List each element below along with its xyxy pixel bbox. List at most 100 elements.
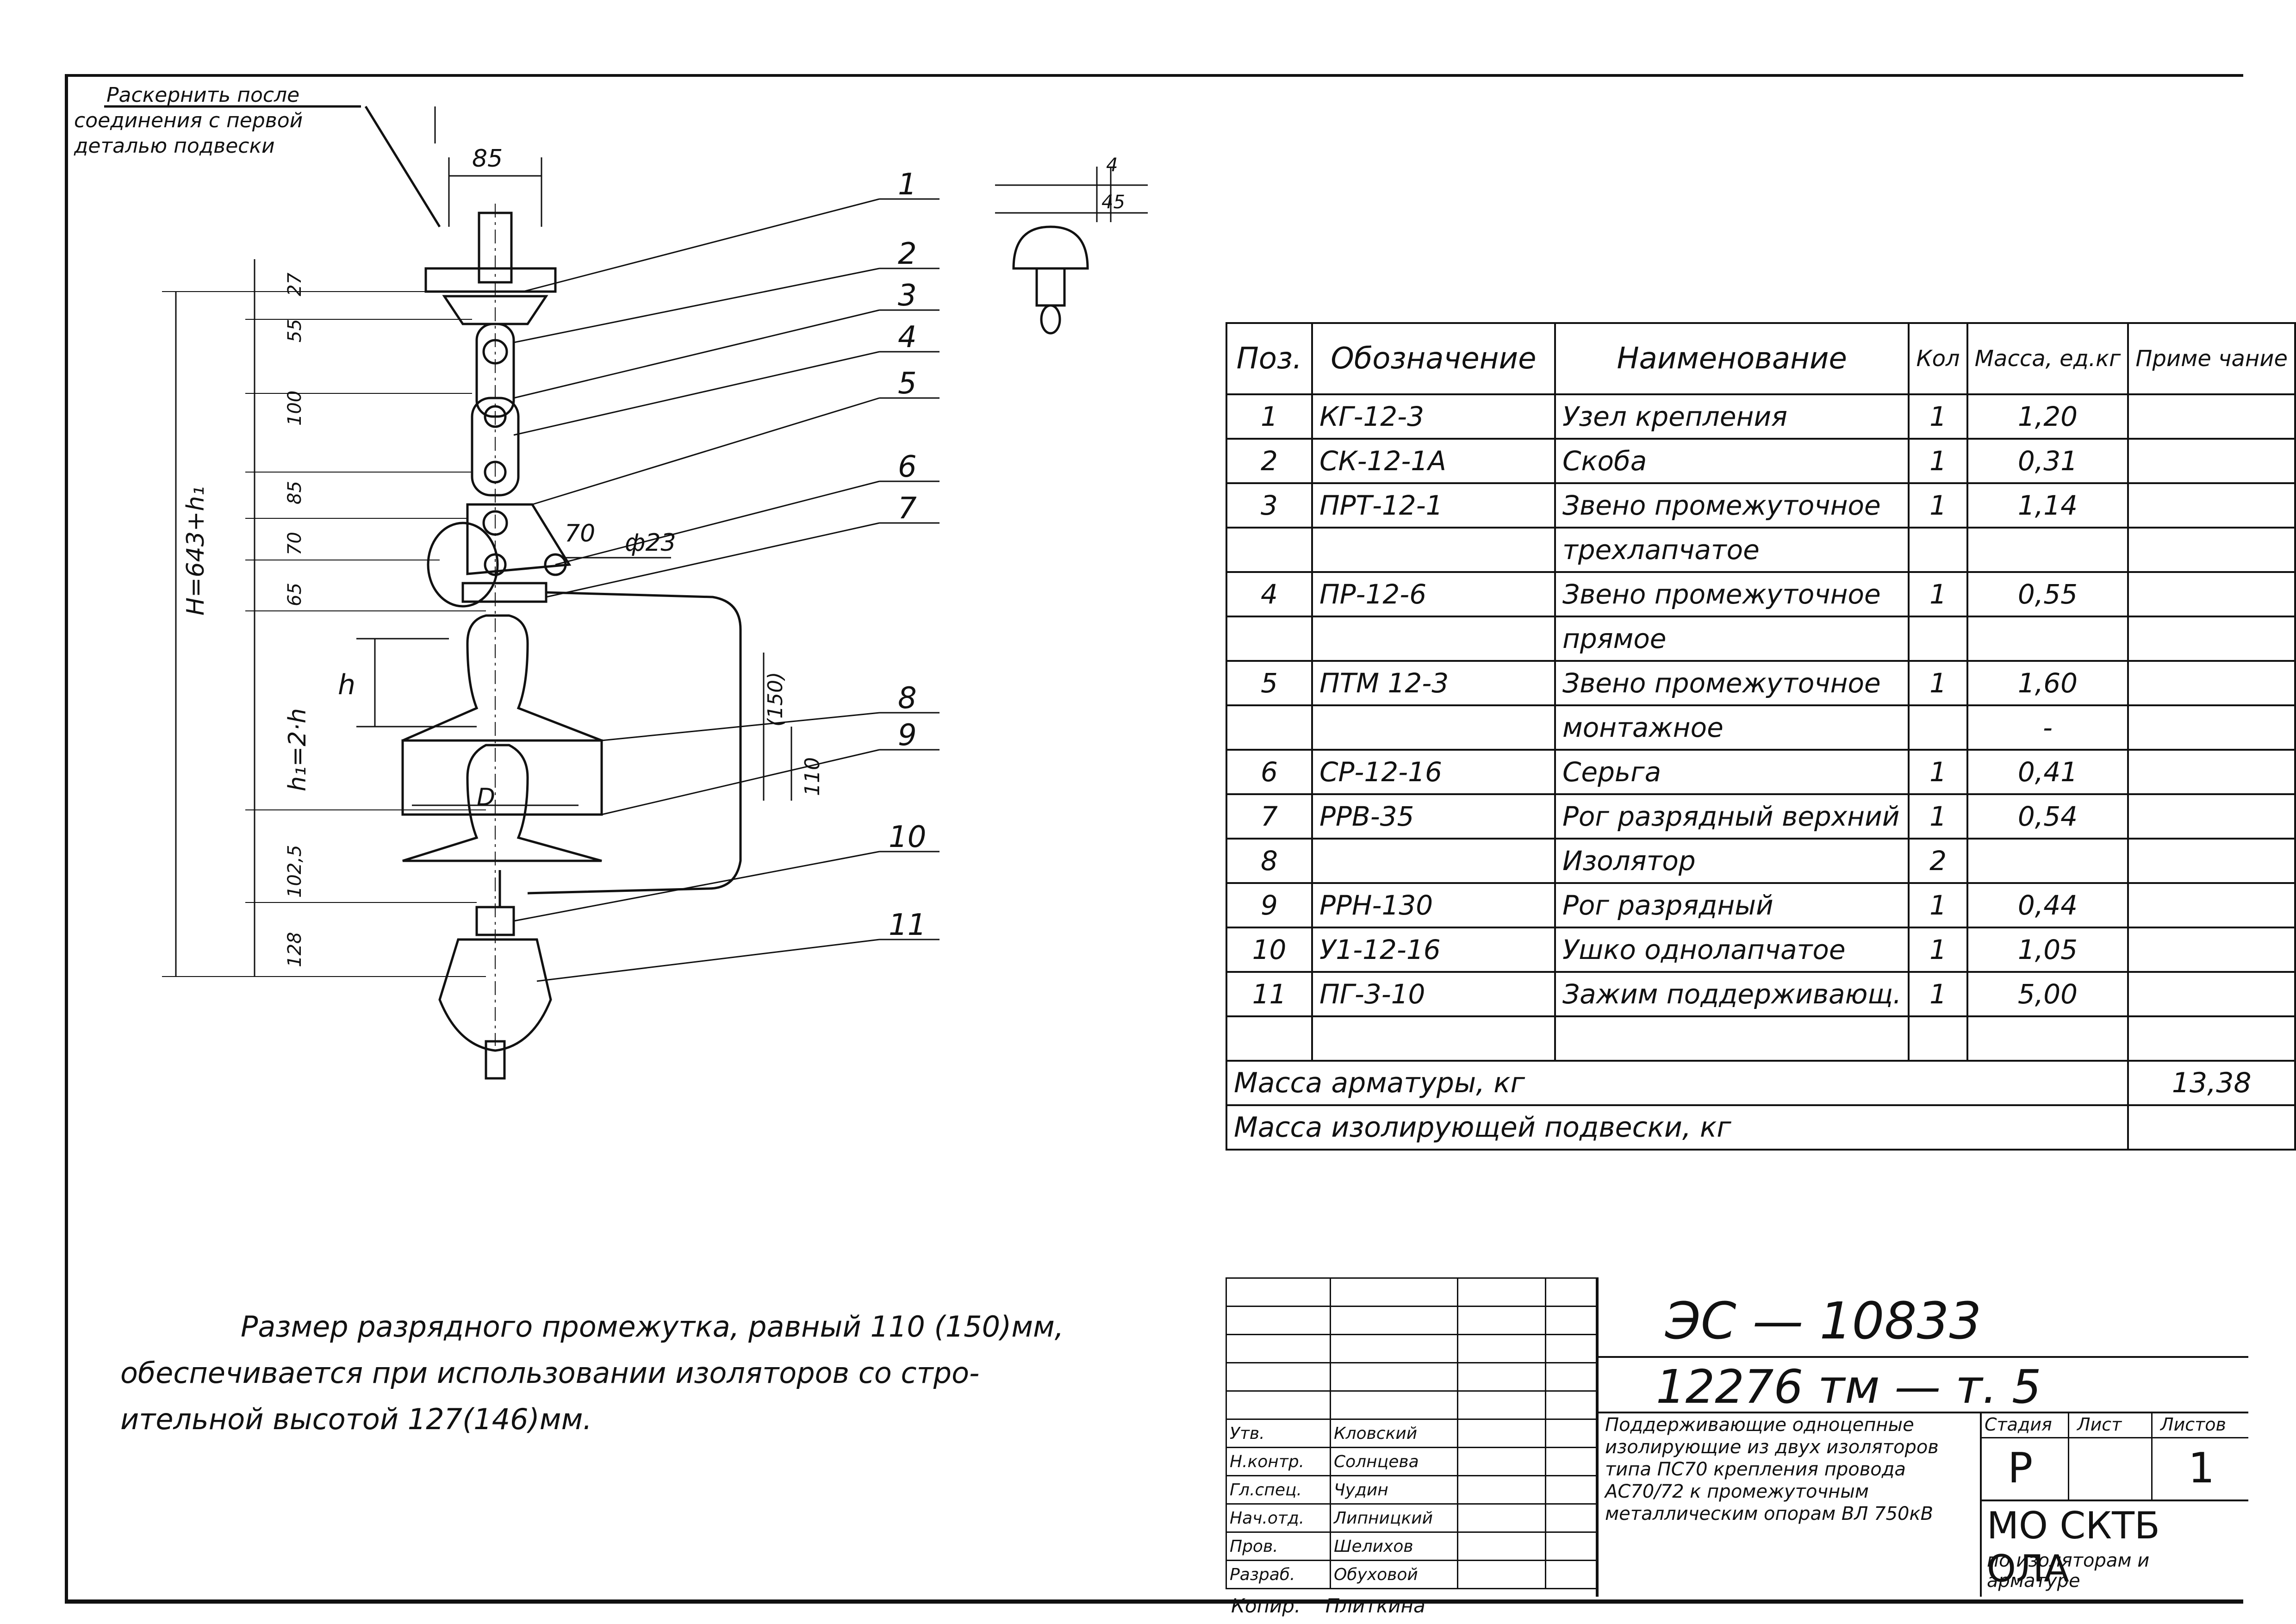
copied-label: Копир. — [1231, 1594, 1301, 1617]
detail-cap-shape — [1012, 225, 1089, 270]
organization-name: МО СКТБ ОЛА — [1987, 1504, 2160, 1590]
cell-designation — [1311, 838, 1556, 884]
cell-note — [2127, 882, 2296, 928]
organization-subtitle: по изоляторам и арматуре — [1987, 1550, 2150, 1592]
signature-mark — [1457, 1419, 1546, 1448]
dim-65: 65 — [284, 583, 305, 606]
cell-mass — [1966, 838, 2129, 884]
signature-mark — [1457, 1475, 1546, 1505]
cell-mass: 5,00 — [1966, 971, 2129, 1017]
cell-qty: 1 — [1908, 793, 1968, 840]
cell-qty — [1908, 704, 1968, 751]
callout-note-line2: соединения с первой — [74, 109, 303, 132]
cell-note — [2127, 438, 2296, 484]
sheets-value: 1 — [2188, 1444, 2215, 1493]
cell-note — [2127, 793, 2296, 840]
cell-mass: 0,55 — [1966, 571, 2129, 617]
signature-cell — [1330, 1306, 1458, 1335]
note-line-1: Размер разрядного промежутка, равный 110… — [241, 1310, 1064, 1344]
note-line-2: обеспечивается при использовании изолято… — [120, 1356, 980, 1390]
cell-qty — [1908, 616, 1968, 662]
cell-mass: 0,54 — [1966, 793, 2129, 840]
insulation-mass-value — [2127, 1104, 2296, 1151]
dim-small-45: 45 — [1101, 192, 1125, 213]
copied-name: Плиткина — [1325, 1594, 1425, 1617]
cell-pos: 7 — [1226, 793, 1313, 840]
cell-name: прямое — [1554, 616, 1910, 662]
signature-name: Солнцева — [1330, 1447, 1458, 1476]
signature-row: Пров.Шелихов — [1226, 1531, 1597, 1561]
signature-row-blank — [1226, 1334, 1597, 1363]
cell-note — [2127, 971, 2296, 1017]
pos-label-11: 11 — [889, 908, 926, 942]
pos-label-10: 10 — [889, 820, 926, 854]
cell-mass: 0,44 — [1966, 882, 2129, 928]
signature-cell — [1226, 1362, 1331, 1392]
cell-pos: 10 — [1226, 927, 1313, 973]
sheets-label: Листов — [2160, 1414, 2226, 1435]
dim-85-vert: 85 — [284, 481, 305, 504]
cell-name — [1554, 1015, 1910, 1062]
stage-value: Р — [2008, 1444, 2033, 1493]
cell-designation: ПР-12-6 — [1311, 571, 1556, 617]
signature-cell — [1457, 1277, 1546, 1307]
armature-mass-value: 13,38 — [2127, 1060, 2296, 1106]
dim-total-h: H=643+h₁ — [182, 486, 210, 616]
signature-role: Пров. — [1226, 1531, 1331, 1561]
armature-mass-label: Масса арматуры, кг — [1225, 1060, 2129, 1106]
pos-label-7: 7 — [898, 492, 917, 526]
signature-cell — [1545, 1334, 1597, 1363]
cell-mass: - — [1966, 704, 2129, 751]
stage-label: Стадия — [1985, 1414, 2052, 1435]
cell-qty: 1 — [1908, 971, 1968, 1017]
cell-name: Ушко однолапчатое — [1554, 927, 1910, 973]
dim-85: 85 — [472, 145, 503, 173]
signature-role: Утв. — [1226, 1419, 1331, 1448]
signature-row-blank — [1226, 1390, 1597, 1420]
dim-hole: ф23 — [625, 529, 676, 557]
document-code: ЭС — 10833 — [1665, 1291, 1982, 1350]
insulation-mass-row: Масса изолирующей подвески, кг — [1225, 1104, 2296, 1151]
cell-pos: 5 — [1226, 660, 1313, 706]
cell-qty — [1908, 527, 1968, 573]
sheet-frame — [65, 74, 2243, 1604]
dim-100: 100 — [284, 391, 305, 426]
signature-cell — [1545, 1362, 1597, 1392]
signature-name: Липницкий — [1330, 1503, 1458, 1533]
cell-name: Скоба — [1554, 438, 1910, 484]
pos-label-8: 8 — [898, 681, 917, 716]
project-code: 12276 тм — т. 5 — [1656, 1360, 2041, 1414]
cell-pos: 2 — [1226, 438, 1313, 484]
cell-pos — [1226, 1015, 1313, 1062]
dim-150: (150) — [764, 672, 787, 727]
pos-label-1: 1 — [898, 168, 917, 202]
cell-qty: 1 — [1908, 438, 1968, 484]
cell-note — [2127, 616, 2296, 662]
signature-cell — [1545, 1306, 1597, 1335]
cell-note — [2127, 1015, 2296, 1062]
cell-pos: 6 — [1226, 749, 1313, 795]
cell-qty: 1 — [1908, 927, 1968, 973]
signature-mark — [1545, 1531, 1597, 1561]
dim-70-vert: 70 — [284, 532, 305, 555]
dim-h: h — [338, 669, 355, 701]
cell-mass: 0,31 — [1966, 438, 2129, 484]
cell-qty: 1 — [1908, 482, 1968, 529]
drawing-title: Поддерживающие одноцепные изолирующие из… — [1605, 1414, 1939, 1524]
cell-name: Серьга — [1554, 749, 1910, 795]
cell-note — [2127, 660, 2296, 706]
cell-pos: 4 — [1226, 571, 1313, 617]
table-row: монтажное- — [1226, 704, 2296, 751]
dim-d: D — [477, 784, 495, 811]
signature-name: Кловский — [1330, 1419, 1458, 1448]
cell-pos: 3 — [1226, 482, 1313, 529]
cell-mass: 1,05 — [1966, 927, 2129, 973]
cell-pos — [1226, 704, 1313, 751]
